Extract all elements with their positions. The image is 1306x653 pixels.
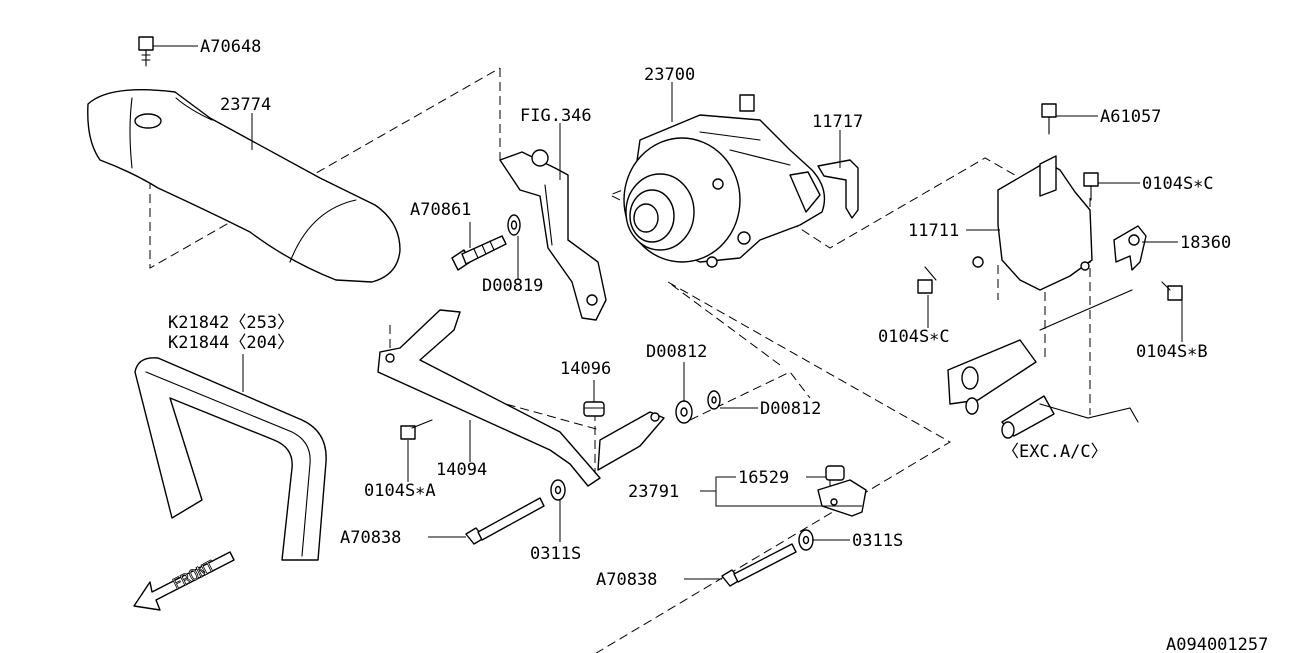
bracket-11717 [817, 159, 859, 219]
bolt-0104s-b-icon [1161, 281, 1183, 301]
bolt-a70648-icon [138, 36, 154, 67]
leader-lines [153, 45, 1183, 580]
label-23774: 23774 [220, 95, 271, 115]
washer-0311s-a-icon [550, 479, 566, 501]
alternator-cover [87, 89, 401, 283]
label-0104s-a: 0104S∗A [364, 481, 436, 501]
front-direction-arrow [133, 551, 235, 611]
bolt-0104s-a-icon [400, 419, 433, 440]
washer-0311s-b-icon [798, 529, 814, 551]
label-18360: 18360 [1180, 233, 1231, 253]
bolt-a70838-a-icon [465, 497, 545, 545]
bracket-18360 [1113, 225, 1147, 271]
bolt-0104s-c-top-icon [1083, 172, 1099, 201]
washer-d00812-a-icon [675, 400, 693, 424]
reference-lines [149, 67, 1091, 653]
label-a61057: A61057 [1100, 107, 1161, 127]
label-0104s-c-mid: 0104S∗C [878, 327, 950, 347]
alternator [623, 94, 826, 268]
bolt-a70861-icon [451, 235, 507, 271]
label-16529: 16529 [738, 468, 789, 488]
ac-hose-assembly [947, 289, 1139, 439]
label-0104s-c-top: 0104S∗C [1142, 174, 1214, 194]
label-a70648: A70648 [200, 37, 261, 57]
washer-d00812-b-icon [707, 390, 721, 410]
bolt-a61057-icon [1041, 103, 1057, 135]
label-front: FRONT [170, 557, 218, 594]
label-fig346: FIG.346 [520, 106, 592, 126]
label-11717: 11717 [812, 112, 863, 132]
brace-14094 [377, 309, 665, 487]
label-0104s-b: 0104S∗B [1136, 342, 1208, 362]
drive-belt [134, 357, 327, 561]
bolt-0104s-c-mid-icon [917, 266, 937, 294]
bracket-11711 [972, 155, 1093, 291]
label-d00819: D00819 [482, 276, 543, 296]
label-23700: 23700 [644, 65, 695, 85]
label-k21844: K21844〈204〉 [168, 333, 294, 353]
grommet-14096-icon [583, 401, 605, 417]
label-a70861: A70861 [410, 200, 471, 220]
label-11711: 11711 [908, 221, 959, 241]
label-0311s-b: 0311S [852, 531, 903, 551]
washer-d00819-icon [507, 214, 521, 236]
bolt-a70838-b-icon [721, 543, 797, 587]
bracket-23791 [817, 479, 867, 517]
label-0311s-a: 0311S [530, 544, 581, 564]
diagram-id: A094001257 [1166, 635, 1268, 653]
label-exc-ac: 〈EXC.A/C〉 [1002, 442, 1108, 462]
label-a70838-b: A70838 [596, 570, 657, 590]
label-14096: 14096 [560, 359, 611, 379]
label-d00812-b: D00812 [760, 399, 821, 419]
label-d00812-a: D00812 [646, 342, 707, 362]
grommet-16529-icon [825, 465, 845, 481]
alternator-bracket [499, 149, 607, 321]
label-a70838-a: A70838 [340, 528, 401, 548]
label-23791: 23791 [628, 482, 679, 502]
label-k21842: K21842〈253〉 [168, 313, 294, 333]
label-14094: 14094 [436, 460, 487, 480]
